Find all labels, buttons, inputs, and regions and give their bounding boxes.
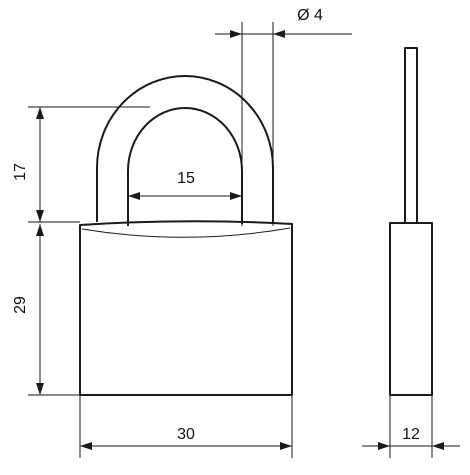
arrowhead xyxy=(80,442,92,450)
lock-body-outline xyxy=(79,220,293,396)
arrowhead xyxy=(273,30,285,38)
dimension-label-diameter: Ø 4 xyxy=(297,7,323,24)
side-view-body xyxy=(389,222,433,396)
dimension-label-shackle-height: 17 xyxy=(12,163,29,181)
shackle-inner-outline xyxy=(127,107,243,226)
arrowhead xyxy=(230,192,242,200)
arrowhead xyxy=(36,210,44,222)
dimension-label-inner-width: 15 xyxy=(177,170,195,187)
arrowhead xyxy=(378,442,390,450)
dimension-body-thickness: 12 xyxy=(362,395,460,458)
shackle-outer-outline xyxy=(96,75,274,224)
dimension-label-body-thickness: 12 xyxy=(402,426,420,443)
dimension-label-body-height: 29 xyxy=(12,296,29,314)
dimension-label-body-width: 30 xyxy=(177,426,195,443)
arrowhead xyxy=(230,30,242,38)
arrowhead xyxy=(280,442,292,450)
dimension-shackle-diameter: Ø 4 xyxy=(215,7,352,226)
arrowhead xyxy=(128,192,140,200)
arrowhead xyxy=(36,224,44,236)
dimension-shackle-inner-width: 15 xyxy=(128,170,242,200)
side-view-shackle xyxy=(404,47,418,224)
padlock-side-view xyxy=(389,47,433,396)
dimension-shackle-height: 17 xyxy=(12,106,150,223)
lock-body-top-bevel xyxy=(81,227,291,238)
dimension-body-height: 29 xyxy=(12,224,80,396)
shackle-front-view xyxy=(96,75,274,226)
dimension-body-width: 30 xyxy=(79,395,293,458)
lock-body-front-view xyxy=(79,220,293,396)
arrowhead xyxy=(36,383,44,395)
arrowhead xyxy=(432,442,444,450)
arrowhead xyxy=(36,107,44,119)
